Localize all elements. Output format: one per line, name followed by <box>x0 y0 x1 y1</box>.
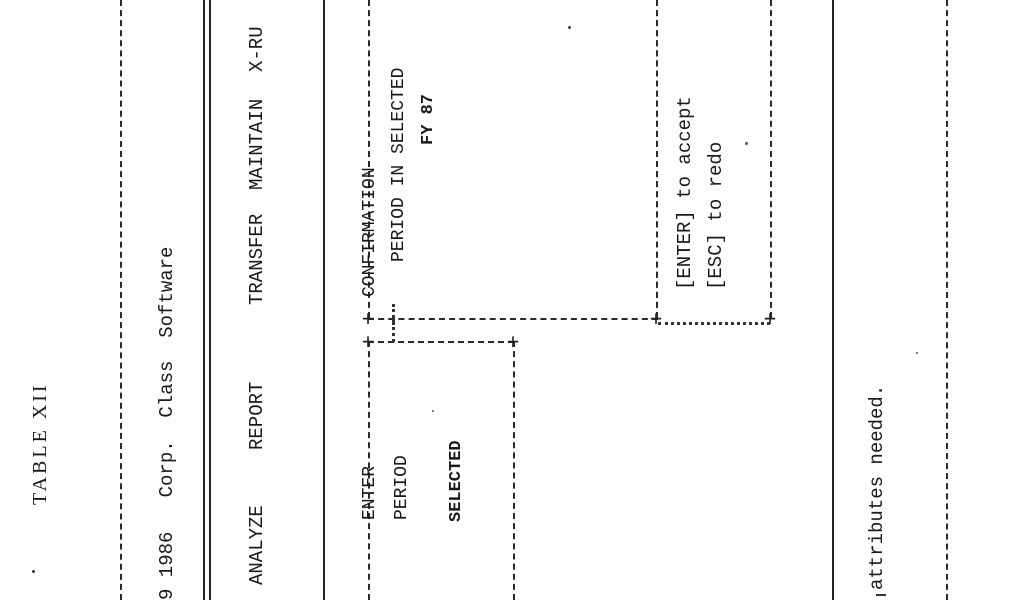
scan-speck <box>432 410 434 412</box>
header-rule-inner <box>209 0 211 600</box>
enter-panel-corner-bottom: + <box>506 329 520 353</box>
confirmation-panel-message: PERIOD IN SELECTED <box>389 67 409 262</box>
table-title: TABLE XII <box>29 382 51 505</box>
scan-speck <box>32 570 35 573</box>
footer-bullet-mark <box>876 594 886 596</box>
confirmation-panel-corner-top: + <box>361 306 375 330</box>
enter-panel-selected-label: SELECTED <box>447 440 466 522</box>
enter-panel-period-label: PERIOD <box>392 455 412 520</box>
key-hints-corner-bottom: + <box>763 306 777 330</box>
key-hint-accept[interactable]: [ENTER] to accept <box>674 96 696 290</box>
confirmation-panel-top <box>368 318 658 320</box>
menu-item-analyze[interactable]: ANALYZE <box>246 505 268 585</box>
scan-speck <box>916 352 918 354</box>
menu-rule <box>323 0 325 600</box>
enter-panel-left <box>368 341 370 600</box>
footer-note: attributes needed. <box>866 384 888 590</box>
menu-item-report[interactable]: REPORT <box>246 381 268 450</box>
key-hint-redo[interactable]: [ESC] to redo <box>705 141 727 290</box>
copyright-line: 9 1986 Corp. Class Software <box>156 246 178 600</box>
confirmation-side-dots <box>392 318 395 322</box>
enter-panel-right <box>513 341 515 600</box>
panel-divider-dots <box>392 304 395 342</box>
menu-item-transfer[interactable]: TRANSFER <box>246 213 268 305</box>
enter-panel-title[interactable]: ENTER <box>360 465 380 520</box>
scan-speck <box>745 142 748 145</box>
body-right-rule <box>832 0 834 600</box>
hint-dots-row <box>658 322 770 325</box>
key-hints-right <box>770 0 772 318</box>
header-rule-outer <box>203 0 205 600</box>
enter-panel-corner-top: + <box>361 329 375 353</box>
key-hints-left <box>656 0 658 318</box>
menu-item-x-ru[interactable]: X-RU <box>246 26 268 72</box>
confirmation-panel-fiscal-year: FY 87 <box>419 93 438 145</box>
frame-left-border <box>120 0 122 600</box>
scan-speck <box>568 26 571 29</box>
frame-right-border <box>946 0 948 600</box>
confirmation-panel-left <box>368 0 370 318</box>
menu-item-maintain[interactable]: MAINTAIN <box>246 98 268 190</box>
confirmation-panel-title: CONFIRMATION <box>360 167 380 297</box>
enter-panel-top <box>368 341 514 343</box>
